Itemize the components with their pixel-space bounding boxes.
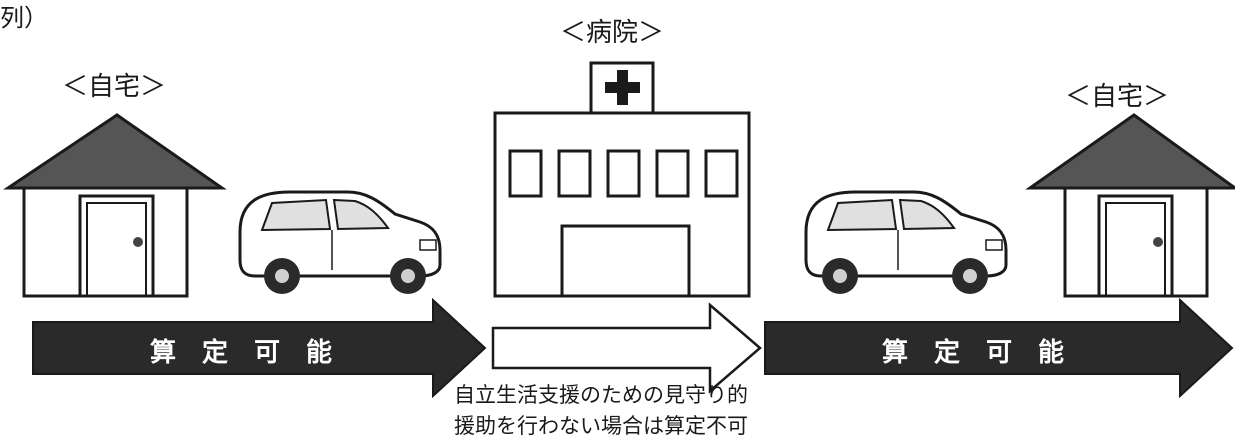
car-icon bbox=[804, 190, 1008, 294]
arrow-left-billable bbox=[32, 297, 487, 399]
car-icon bbox=[238, 190, 442, 294]
medical-cross-icon bbox=[605, 70, 640, 105]
house-icon bbox=[1025, 113, 1235, 298]
home-label-left: ＜自宅＞ bbox=[62, 72, 167, 102]
hospital-icon bbox=[493, 61, 751, 298]
note-line-1: 自立生活支援のための見守り的 bbox=[454, 383, 748, 407]
arrow-right-billable bbox=[764, 297, 1234, 399]
arrow-right-label: 算定可能 bbox=[882, 338, 1091, 368]
example-label: 列） bbox=[0, 4, 48, 32]
arrow-middle-not-billable bbox=[491, 302, 762, 394]
home-label-right: ＜自宅＞ bbox=[1065, 82, 1170, 112]
arrow-left-label: 算定可能 bbox=[150, 338, 359, 368]
note-line-2: 援助を行わない場合は算定不可 bbox=[454, 414, 748, 438]
house-icon bbox=[3, 113, 227, 298]
hospital-label: ＜病院＞ bbox=[560, 18, 665, 48]
